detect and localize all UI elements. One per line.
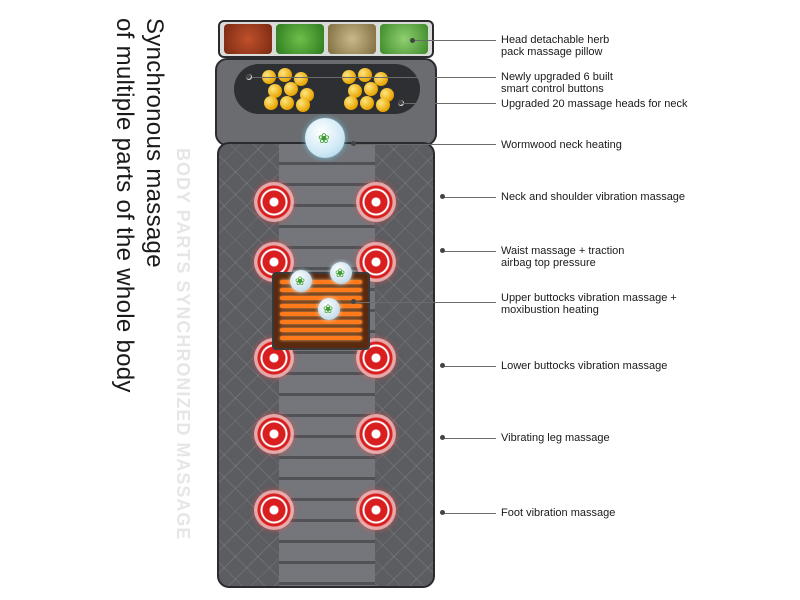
massage-roller-right — [338, 68, 398, 112]
herb-leaf-icon: ❀ — [330, 262, 352, 284]
label-waist-massage: Waist massage + traction airbag top pres… — [501, 245, 625, 269]
leader-dot — [440, 194, 445, 199]
leader-line — [252, 77, 496, 78]
label-leg-massage: Vibrating leg massage — [501, 432, 610, 444]
herb-segment-light-green — [380, 24, 428, 54]
leader-dot — [440, 248, 445, 253]
vibration-node-icon — [254, 182, 294, 222]
label-herb-pillow: Head detachable herb pack massage pillow — [501, 34, 610, 58]
vibration-node-icon — [356, 414, 396, 454]
leader-dot — [398, 100, 403, 105]
label-upper-buttocks: Upper buttocks vibration massage + moxib… — [501, 292, 677, 316]
leader-line — [354, 144, 496, 145]
leader-line — [444, 513, 496, 514]
vertical-title: Synchronous massage of multiple parts of… — [110, 18, 170, 438]
leader-line — [444, 438, 496, 439]
label-neck-heating: Wormwood neck heating — [501, 139, 622, 151]
massage-mat — [217, 142, 435, 588]
label-neck-massage-heads: Upgraded 20 massage heads for neck — [501, 98, 688, 110]
leader-line — [444, 197, 496, 198]
label-foot-massage: Foot vibration massage — [501, 507, 616, 519]
leader-dot — [246, 74, 251, 79]
vibration-node-icon — [254, 414, 294, 454]
title-line-1: Synchronous massage — [141, 18, 168, 268]
title-line-2: of multiple parts of the whole body — [111, 18, 138, 393]
leader-dot — [351, 299, 356, 304]
label-neck-shoulder-vibration: Neck and shoulder vibration massage — [501, 191, 686, 203]
vibration-node-icon — [254, 490, 294, 530]
vibration-node-icon — [356, 490, 396, 530]
massage-roller-left — [258, 68, 318, 112]
herb-leaf-icon: ❀ — [290, 270, 312, 292]
watermark-text: BODY PARTS SYNCHRONIZED MASSAGE — [173, 148, 193, 541]
neck-heating-herb-icon: ❀ — [305, 118, 345, 158]
leader-line — [402, 103, 496, 104]
leader-dot — [440, 435, 445, 440]
leader-dot — [440, 363, 445, 368]
leader-dot — [351, 141, 356, 146]
herb-segment-green — [276, 24, 324, 54]
leader-line — [354, 302, 496, 303]
leader-line — [444, 251, 496, 252]
herb-segment-red — [224, 24, 272, 54]
herb-pillow — [218, 20, 434, 58]
herb-leaf-icon: ❀ — [318, 298, 340, 320]
leader-dot — [410, 38, 415, 43]
leader-dot — [440, 510, 445, 515]
label-lower-buttocks: Lower buttocks vibration massage — [501, 360, 668, 372]
vibration-node-icon — [356, 182, 396, 222]
herb-segment-tan — [328, 24, 376, 54]
label-control-buttons: Newly upgraded 6 built smart control but… — [501, 71, 613, 95]
leader-line — [412, 40, 496, 41]
leader-line — [444, 366, 496, 367]
